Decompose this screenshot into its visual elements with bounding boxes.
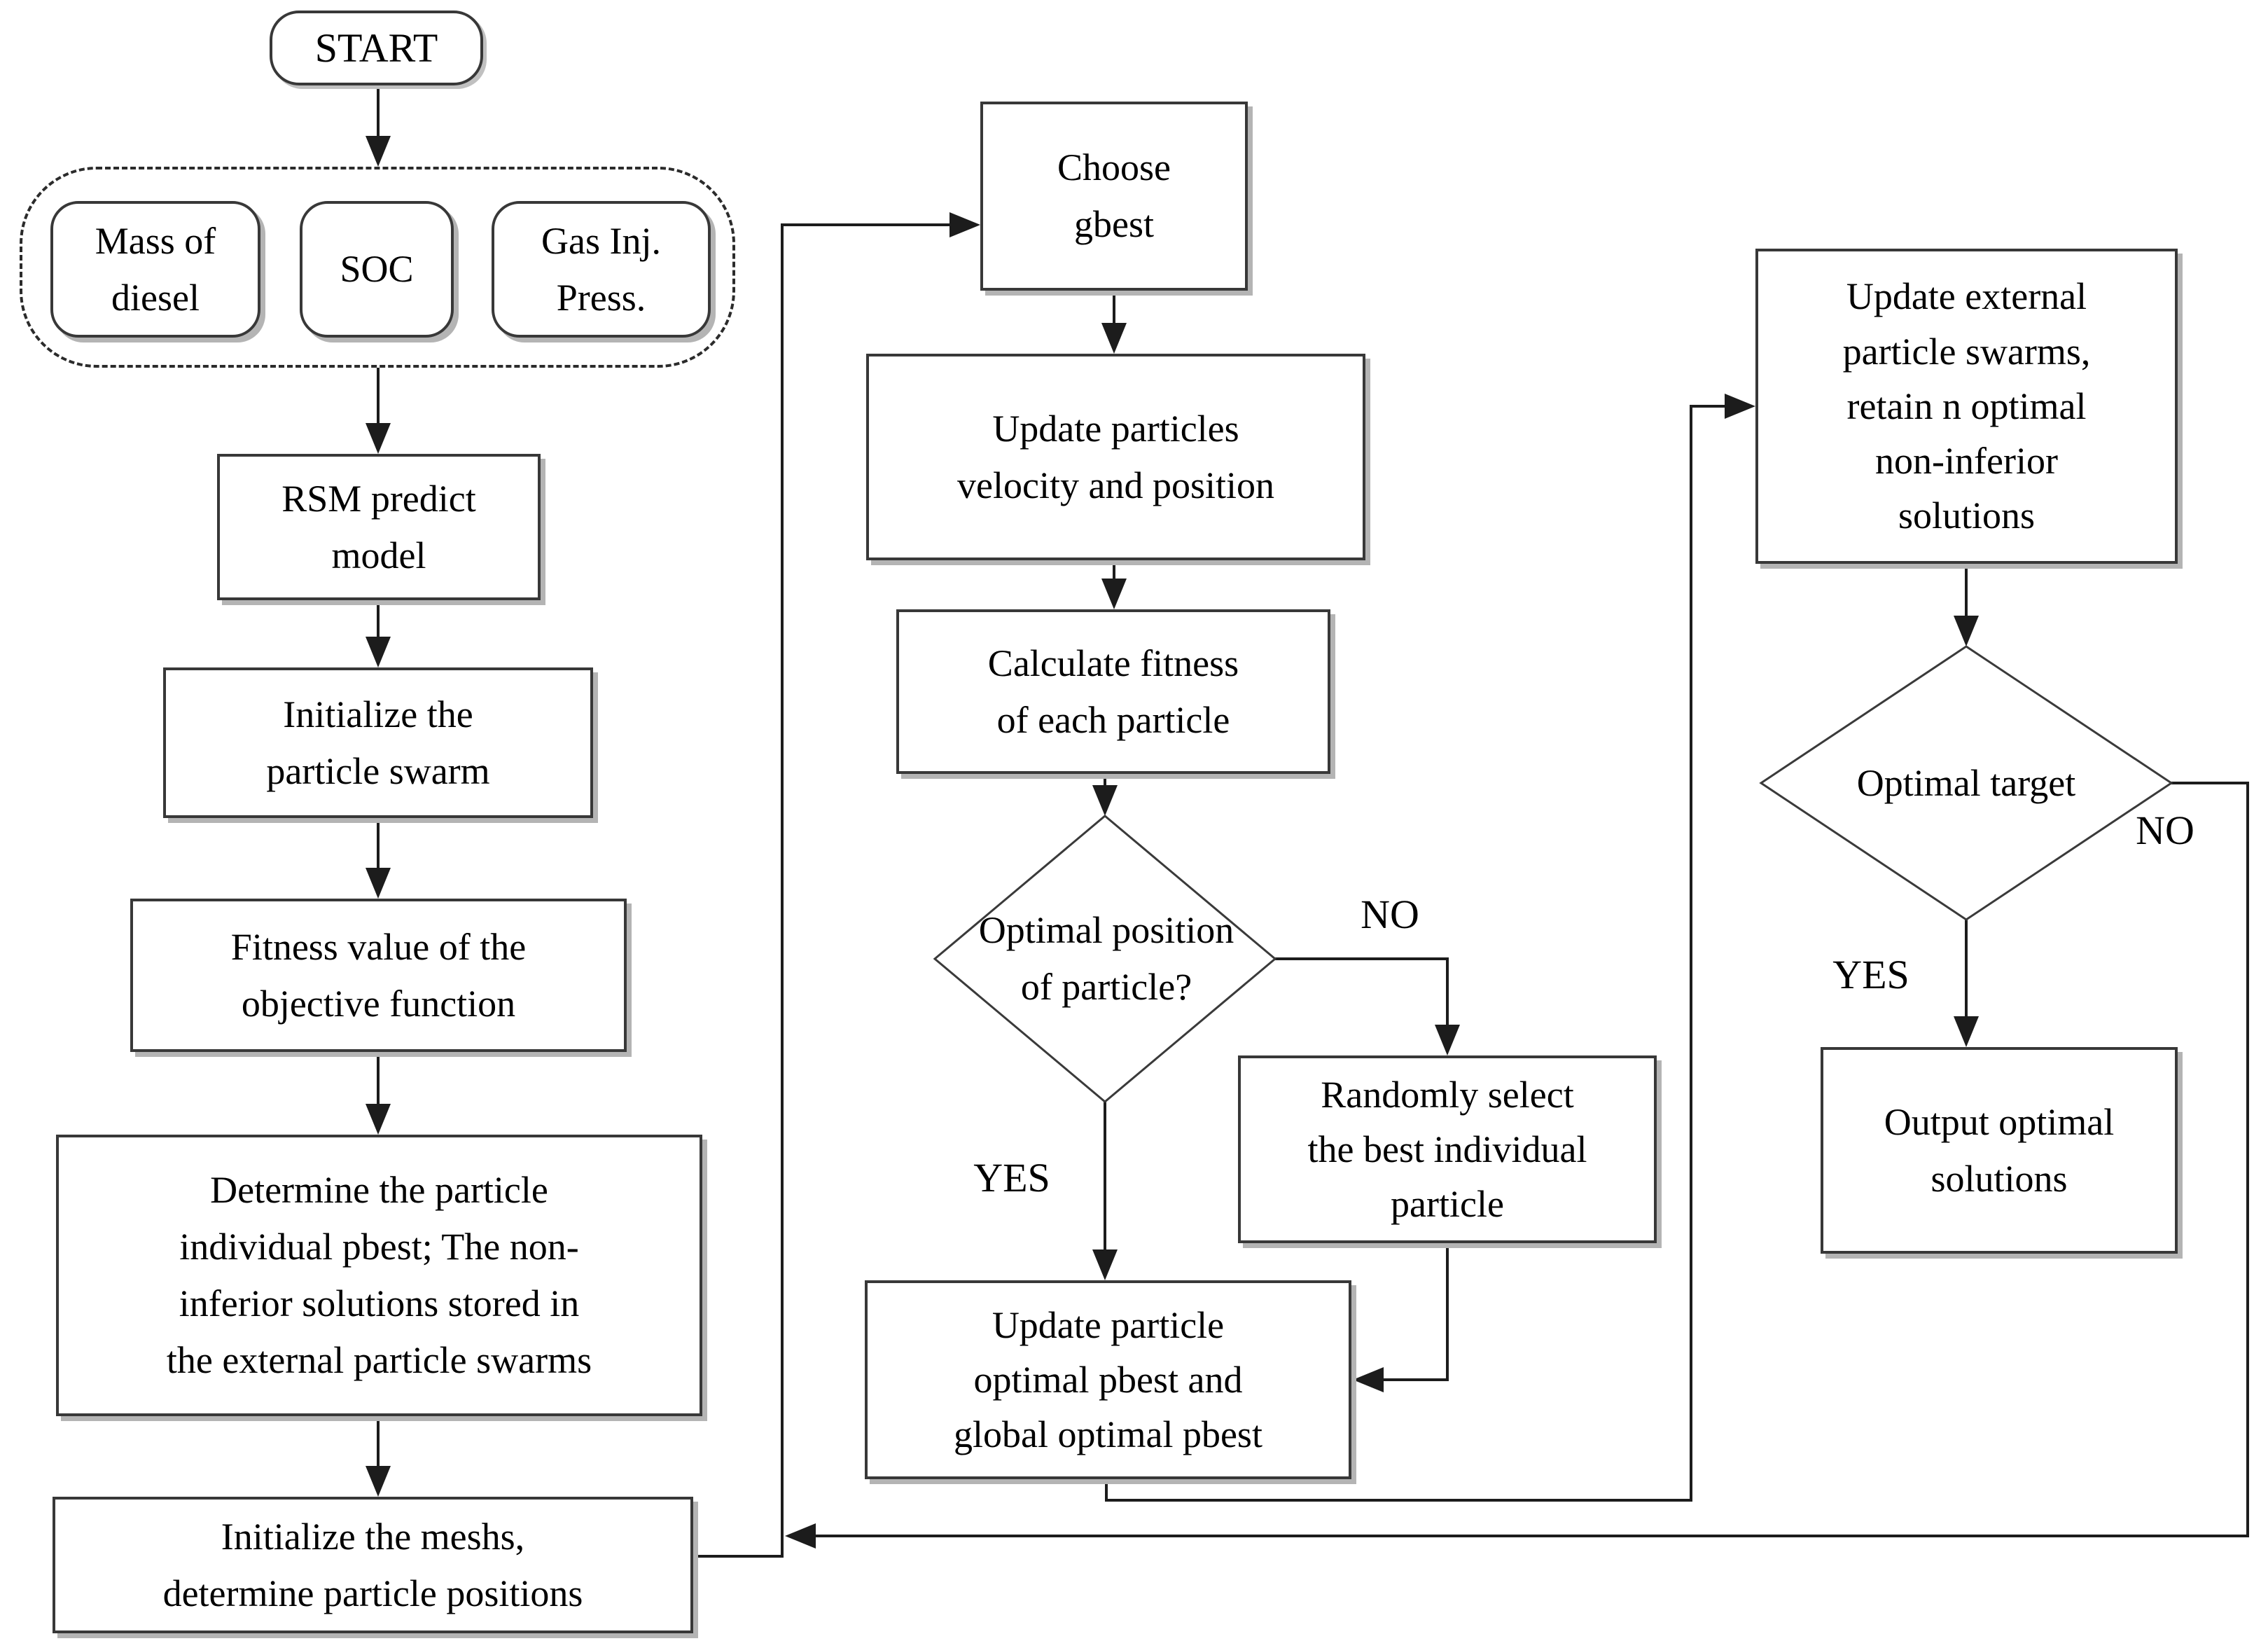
input-mass-of-diesel: Mass of diesel [50,201,260,338]
input-gas-inj-press-label: Gas Inj. Press. [541,219,661,319]
yes-label-optimal-target: YES [1832,952,1909,997]
decision-optimal-target-label: Optimal target [1856,761,2076,804]
arrow-randomselect-to-updatepbest [1353,1243,1449,1392]
output-solutions-label: Output optimal solutions [1884,1100,2115,1200]
calculate-fitness-box: Calculate fitness of each particle [896,609,1330,774]
update-pbest-label: Update particle optimal pbest and global… [954,1303,1262,1456]
initialize-meshs-label: Initialize the meshs, determine particle… [162,1515,583,1614]
arrow-updatepbest-to-external [1105,394,1755,1502]
randomly-select-box: Randomly select the best individual part… [1238,1055,1657,1243]
choose-gbest-box: Choose gbest [980,102,1248,291]
arrow-target-no-feedback [785,782,2249,1549]
update-velocity-label: Update particles velocity and position [957,407,1274,506]
choose-gbest-label: Choose gbest [1057,146,1171,245]
update-external-swarms-label: Update external particle swarms, retain … [1842,275,2091,537]
determine-pbest-label: Determine the particle individual pbest;… [166,1169,592,1381]
input-soc-label: SOC [340,248,414,290]
input-group [20,167,735,368]
rsm-predict-model-box: RSM predict model [217,454,541,600]
rsm-predict-model-label: RSM predict model [281,477,476,576]
decision-optimal-target-diamond [1759,645,2173,921]
fitness-value-box: Fitness value of the objective function [130,899,627,1052]
update-external-swarms-box: Update external particle swarms, retain … [1755,249,2178,564]
decision-optimal-position-diamond [933,815,1277,1103]
input-mass-of-diesel-label: Mass of diesel [95,219,216,319]
initialize-meshs-box: Initialize the meshs, determine particle… [53,1497,693,1633]
decision-optimal-position-label: Optimal position of particle? [978,909,1234,1008]
calculate-fitness-label: Calculate fitness of each particle [987,642,1239,741]
initialize-particle-swarm-label: Initialize the particle swarm [266,693,490,792]
randomly-select-label: Randomly select the best individual part… [1307,1073,1587,1226]
arrow-meshs-to-choosegbest [693,212,980,1558]
input-gas-inj-press: Gas Inj. Press. [492,201,711,338]
update-pbest-box: Update particle optimal pbest and global… [865,1280,1351,1479]
fitness-value-label: Fitness value of the objective function [230,925,527,1025]
start-node: START [270,11,483,85]
no-label-optimal-position: NO [1361,892,1419,937]
initialize-particle-swarm-box: Initialize the particle swarm [163,667,593,818]
input-soc: SOC [300,201,454,338]
update-velocity-box: Update particles velocity and position [866,354,1365,560]
arrow-decision-no-to-randomselect [1275,957,1460,1055]
output-solutions-box: Output optimal solutions [1821,1047,2178,1254]
start-label: START [314,25,438,71]
yes-label-optimal-position: YES [973,1155,1050,1200]
determine-pbest-box: Determine the particle individual pbest;… [56,1135,702,1416]
no-label-optimal-target: NO [2136,808,2194,853]
